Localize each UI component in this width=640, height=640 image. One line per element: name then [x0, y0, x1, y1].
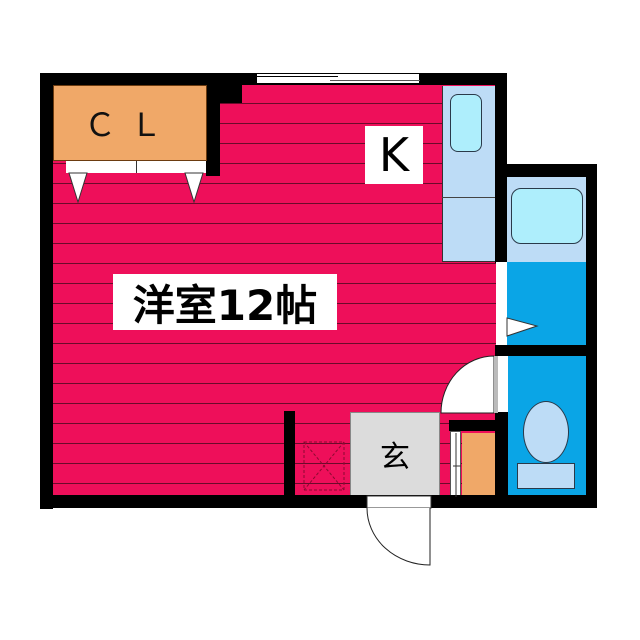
- washroom-door-swing-icon: [506, 317, 539, 337]
- closet-door-left-icon: [68, 172, 88, 204]
- wall-toilet-left: [495, 412, 508, 508]
- closet: ＣＬ: [53, 85, 207, 161]
- wall-bath-top: [495, 164, 597, 177]
- toilet-door: [494, 356, 498, 413]
- washroom-door: [496, 262, 507, 342]
- window-top: [256, 73, 420, 84]
- entrance-door-swing-icon: [366, 507, 431, 566]
- kitchen-label: K: [365, 126, 423, 184]
- closet-door-right-icon: [184, 172, 204, 204]
- wall-shoe-top: [449, 420, 507, 431]
- entrance-label: 玄: [380, 440, 410, 475]
- kitchen-counter-divider: [442, 197, 496, 198]
- wall-partition: [284, 411, 295, 501]
- toilet-tank-icon: [517, 463, 575, 489]
- western-room-label: 洋室12帖: [113, 274, 337, 330]
- wall-bath-right: [586, 164, 597, 508]
- wall-bottom: [40, 495, 597, 508]
- kitchen-sink-icon: [450, 94, 482, 152]
- window-sash-line-2: [330, 80, 420, 81]
- wall-wash-toilet: [495, 345, 597, 356]
- bathtub-icon: [511, 188, 583, 244]
- toilet-door-swing-icon: [440, 355, 495, 414]
- wall-closet-side: [206, 73, 220, 176]
- entrance-area: [350, 412, 440, 496]
- closet-label: ＣＬ: [83, 106, 176, 144]
- toilet-bowl-icon: [523, 401, 569, 463]
- washer-space-icon: [303, 441, 345, 491]
- shoe-storage: [462, 433, 495, 496]
- entrance-door-frame: [366, 495, 432, 509]
- closet-door-divider: [136, 161, 137, 173]
- window-sash-line: [256, 76, 338, 77]
- wall-left: [40, 73, 53, 509]
